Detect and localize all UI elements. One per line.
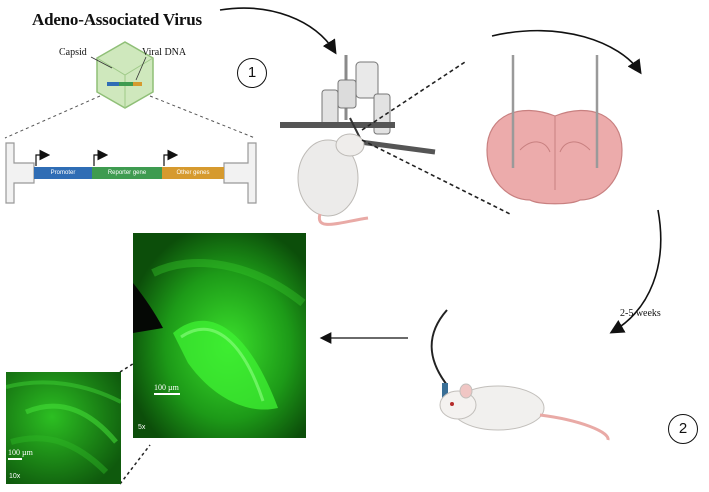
aav-capsid [90,41,154,109]
viral-dna-pointer [135,56,147,81]
zoom-line-left [4,95,101,139]
reporter-arrow [93,149,109,166]
zoom-line-right [149,95,256,139]
step-2-badge: 2 [668,414,698,444]
scale-bar-5x [154,393,180,395]
micrograph-5x: 100 µm 5x [133,233,306,438]
stereotaxic-apparatus [280,55,436,155]
viral-dna-label: Viral DNA [142,47,187,58]
scale-bar-5x-label: 100 µm [154,383,179,392]
other-genes-arrow [163,149,179,166]
brain-coronal-section [486,55,623,205]
promoter-arrow [35,149,51,166]
zoom-line-micro-bottom [119,444,151,485]
micrograph-10x: 100 µm 10x [6,372,121,484]
duration-label: 2-5 weeks [620,308,661,319]
mouse-fiber-photometry [430,309,610,441]
step-1-badge: 1 [237,58,267,88]
dna-segment-reporter [119,82,133,86]
gene-promoter: Promoter [34,167,92,179]
flow-arrow-1 [219,7,337,55]
capsid-pointer [90,56,113,69]
scale-bar-10x-label: 100 µm [8,448,33,457]
magnification-10x: 10x [9,473,21,480]
dna-segment-other [133,82,142,86]
genome-construct [5,142,257,204]
micrograph-5x-image [133,233,306,438]
scale-bar-10x [8,458,22,460]
gene-reporter: Reporter gene [92,167,162,179]
micrograph-10x-image [6,372,121,484]
diagram-title: Adeno-Associated Virus [32,10,202,29]
dna-segment-promoter [107,82,119,86]
mouse-injection [297,133,369,226]
flow-arrow-3 [609,209,662,334]
flow-arrow-2 [491,29,642,75]
gene-other: Other genes [162,167,224,179]
magnification-5x: 5x [138,424,146,431]
capsid-label: Capsid [59,47,87,58]
